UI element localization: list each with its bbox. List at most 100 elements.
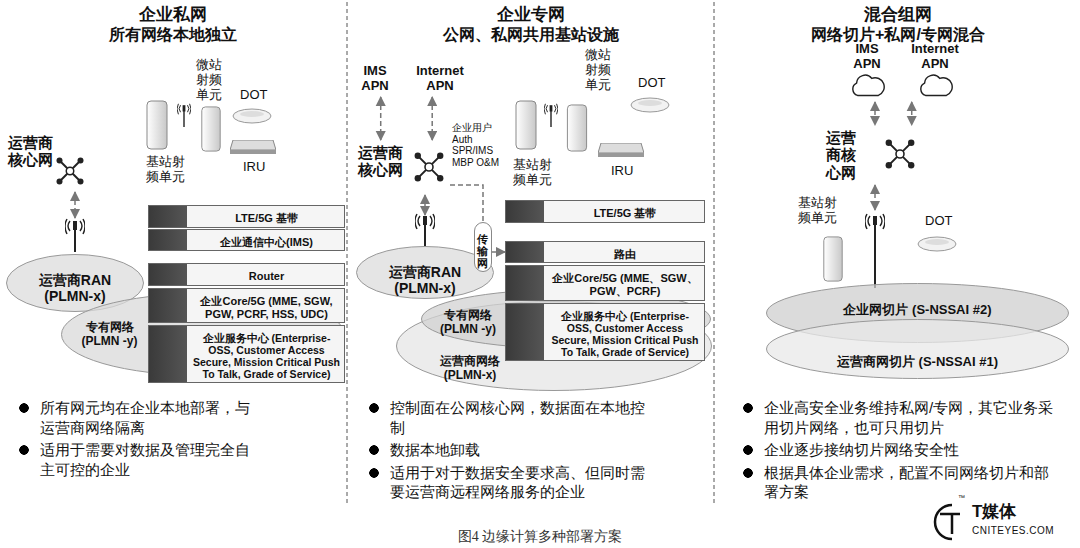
device-label: DOT	[925, 214, 959, 229]
bullet-note: 数据本地卸载	[368, 440, 653, 460]
device-label: 微站射频单元	[196, 58, 226, 103]
node-label: 运营商核心网	[5, 130, 55, 169]
node-label: 企业服务中心 (Enterprise-OSS, Customer Access …	[192, 328, 341, 380]
dashed-connector	[450, 185, 483, 222]
core-network: 运营商核心网	[5, 130, 100, 192]
bullet-note: 根据具体企业需求，配置不同网络切片和部署方案	[742, 463, 1062, 502]
node-label: Router	[192, 266, 341, 283]
panel-title: 企业私网	[0, 0, 346, 25]
rack-unit: Router	[148, 263, 345, 286]
cloud-icon	[853, 75, 884, 95]
node-label: IMS APN	[843, 38, 891, 72]
node-label: LTE/5G 基带	[549, 203, 701, 220]
node-label: 企业Core/5G (MME, SGW, PGW, PCRF, HSS, UDC…	[192, 291, 341, 320]
watermark: ™	[958, 494, 970, 501]
device-label: DOT	[638, 76, 672, 91]
dashed-connector	[424, 195, 426, 215]
node-label: 专有网络 (PLMN -y)	[72, 316, 147, 349]
watermark: CNITEYES.COM	[972, 525, 1072, 536]
device-label: DOT	[240, 88, 274, 103]
figure-caption: 图4 边缘计算多种部署方案	[0, 528, 1080, 546]
logo-arc	[935, 505, 952, 539]
bullet-note: 企业逐步接纳切片网络安全性	[742, 440, 1062, 460]
node-label: 专有网络 (PLMN -y)	[432, 304, 504, 337]
panel-title: 企业专网	[348, 0, 714, 25]
dot-icon	[918, 237, 956, 251]
rack-unit: 路由	[505, 241, 705, 264]
node-label: 传输网	[477, 229, 488, 269]
core-network-icon	[886, 140, 915, 169]
dashed-connector	[74, 192, 76, 218]
bullet-note: 控制面在公网核心网，数据面在本地控制	[368, 398, 653, 437]
panel-divider	[347, 2, 348, 505]
watermark: T媒体	[972, 503, 1052, 522]
dashed-connector	[380, 97, 382, 140]
bullet-note: 适用于对于数据安全要求高、但同时需要运营商远程网络服务的企业	[368, 463, 653, 502]
core-network: 运营商核心网	[355, 140, 450, 195]
node-label: 运营商RAN (PLMN-x)	[380, 260, 470, 296]
node-label: 企业服务中心 (Enterprise-OSS, Customer Access …	[549, 306, 701, 358]
node-label: 运营商网切片 (S-NSSAI #1)	[765, 350, 1070, 370]
node-label: 运营商核心网	[825, 125, 857, 181]
dashed-arrow	[874, 185, 876, 210]
transport-pill: 传输网	[474, 222, 492, 272]
bullet-note: 企业高安全业务维持私网/专网，其它业务采用切片网络，也可只用切片	[742, 398, 1062, 437]
rack-unit: 企业Core/5G (MME, SGW, PGW, PCRF, HSS, UDC…	[148, 288, 345, 323]
rack-unit: 企业Core/5G (MME、SGW、PGW、PCRF)	[505, 265, 705, 300]
core-network: 运营商核心网	[825, 125, 925, 180]
device-label: IRU	[611, 164, 641, 179]
ellipse-shape	[357, 247, 494, 299]
antenna-icon	[177, 104, 191, 127]
node-label: LTE/5G 基带	[192, 208, 341, 225]
bullet-note: 适用于需要对数据及管理完全自主可控的企业	[18, 440, 258, 479]
rf-unit-icon	[202, 107, 220, 151]
node-label: 企业网切片 (S-NSSAI #2)	[765, 298, 1070, 318]
node-label: 企业通信中心(IMS)	[192, 232, 341, 249]
antenna-icon	[544, 104, 558, 127]
ellipse-shape	[767, 320, 1069, 379]
rack-unit: 企业服务中心 (Enterprise-OSS, Customer Access …	[148, 325, 345, 383]
device-label: 基站射频单元	[798, 196, 842, 226]
dot-icon	[233, 109, 271, 123]
bullet-note: 所有网元均在企业本地部署，与运营商网络隔离	[18, 398, 258, 437]
antenna-icon	[65, 219, 85, 252]
antenna-pole	[874, 246, 876, 288]
apn-node: Internet APN	[905, 38, 965, 102]
device-label: 基站射频单元	[146, 155, 190, 185]
rf-unit-icon	[516, 101, 536, 149]
rack-unit: LTE/5G 基带	[148, 205, 345, 228]
core-network-icon	[415, 153, 444, 182]
device-label: 微站射频单元	[585, 48, 615, 93]
core-network-icon	[57, 158, 84, 185]
node-label: IMS APN	[355, 60, 395, 94]
ellipse-outline	[765, 318, 1070, 380]
rack-unit: 企业通信中心(IMS)	[148, 229, 345, 252]
antenna-icon	[415, 214, 435, 247]
logo-mark	[940, 514, 960, 534]
panel-title: 混合组网	[716, 0, 1080, 25]
panel-subtitle: 所有网络本地独立	[0, 25, 346, 45]
rf-unit-icon	[147, 101, 167, 149]
apn-node: IMS APN	[843, 38, 891, 102]
dot-icon	[631, 98, 669, 112]
apn-node: IMS APN	[355, 60, 395, 97]
node-label: 运营商RAN (PLMN-x)	[30, 268, 120, 304]
ran-ellipse: 运营商RAN (PLMN-x)	[5, 218, 145, 313]
rack-unit: 企业服务中心 (Enterprise-OSS, Customer Access …	[505, 303, 705, 361]
node-label: 运营商网络 (PLMN-x)	[430, 350, 510, 383]
node-label: 企业Core/5G (MME、SGW、PGW、PCRF)	[549, 268, 701, 297]
device-label: 基站射频单元	[513, 158, 557, 188]
rack-unit: LTE/5G 基带	[505, 200, 705, 223]
node-label: 运营商核心网	[355, 140, 405, 179]
dashed-connector	[431, 97, 433, 140]
panel-subtitle: 公网、私网共用基站设施	[348, 25, 714, 45]
node-label: Internet APN	[905, 38, 965, 72]
iru-icon	[598, 143, 644, 157]
dashed-connector	[874, 102, 876, 125]
panel-divider	[714, 2, 715, 505]
dashed-connector	[492, 251, 505, 253]
dashed-connector	[911, 102, 913, 125]
iru-icon	[230, 140, 276, 154]
rf-unit-icon	[567, 105, 586, 151]
rf-unit-icon	[824, 237, 842, 281]
